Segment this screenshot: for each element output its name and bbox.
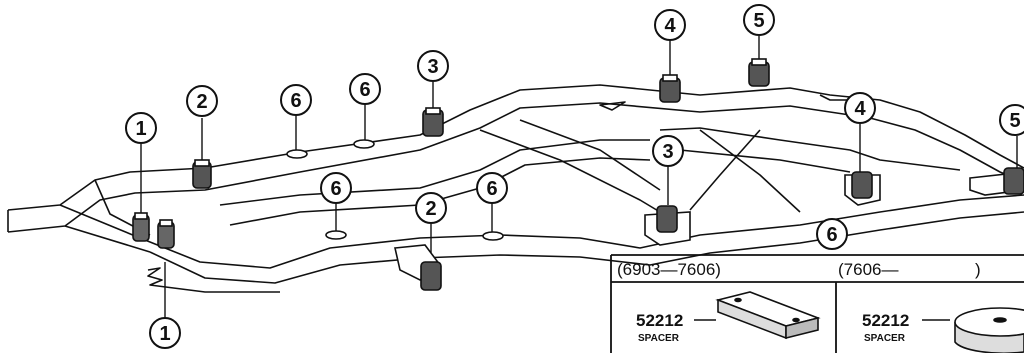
cushion-assembly [644, 205, 691, 246]
callout-number: 2 [196, 91, 207, 113]
callout-number: 5 [753, 10, 764, 32]
diagonal-brace [479, 119, 661, 213]
callout-marker: 6 [816, 218, 848, 250]
rear-x-brace [689, 129, 801, 213]
spacer-pad [482, 231, 504, 241]
callouts: 1 2 6 6 3 4 5 4 [125, 4, 1024, 349]
part-number: 52212 [862, 311, 909, 330]
spacer-pad [325, 230, 347, 240]
callout-number: 4 [854, 98, 866, 120]
rear-crossmember [659, 127, 961, 173]
center-crossmember [219, 139, 650, 206]
left-side-rail [7, 84, 1024, 211]
callout-marker: 4 [654, 9, 686, 41]
cushion-assembly [748, 58, 770, 87]
spacer-pad [353, 139, 375, 149]
callout-marker: 5 [743, 4, 775, 36]
part-name: SPACER [864, 333, 906, 344]
front-bracket [147, 267, 280, 293]
callout-marker: 6 [280, 84, 312, 116]
cushion-assembly [132, 212, 175, 249]
cushion-assembly [394, 244, 442, 291]
round-spacer-icon [954, 307, 1024, 353]
callout-marker: 1 [149, 317, 181, 349]
rect-spacer-icon [715, 291, 821, 340]
callout-marker: 6 [320, 172, 352, 204]
parts-table: (6903—7606) (7606— ) 52212 SPACER 52212 … [610, 254, 1024, 353]
callout-marker: 6 [349, 73, 381, 105]
callout-number: 3 [427, 56, 438, 78]
callout-number: 4 [664, 15, 676, 37]
callout-marker: 1 [125, 112, 157, 144]
cushion-assembly [844, 171, 881, 206]
callout-number: 6 [359, 79, 370, 101]
callout-number: 3 [662, 141, 673, 163]
callout-marker: 4 [844, 92, 876, 124]
callout-marker: 3 [417, 50, 449, 82]
mount-parts [132, 58, 1024, 291]
callout-marker: 2 [186, 85, 218, 117]
right-side-rail [139, 194, 1024, 269]
callout-number: 1 [159, 323, 170, 345]
cushion-assembly [969, 167, 1024, 196]
right-side-rail-lower [149, 211, 1024, 284]
table-header-range-2: (7606— [838, 260, 898, 279]
left-side-rail-lower [7, 102, 1024, 233]
callout-number: 6 [826, 224, 837, 246]
vehicle-frame [7, 84, 1024, 293]
part-name: SPACER [638, 333, 680, 344]
cushion-assembly [422, 107, 444, 137]
callout-marker: 2 [415, 192, 447, 224]
callout-marker: 5 [999, 104, 1024, 136]
callout-number: 1 [135, 118, 146, 140]
leader-lines [140, 36, 1018, 318]
callout-marker: 3 [652, 135, 684, 167]
callout-number: 5 [1009, 110, 1020, 132]
callout-number: 6 [290, 90, 301, 112]
front-crossmember [7, 179, 151, 253]
rail-notch [599, 101, 626, 111]
cushion-assembly [659, 74, 681, 103]
table-header-range-2-close: ) [975, 260, 981, 279]
callout-number: 2 [425, 198, 436, 220]
callout-number: 6 [486, 178, 497, 200]
callout-number: 6 [330, 178, 341, 200]
callout-marker: 6 [476, 172, 508, 204]
spacer-pad [286, 149, 308, 159]
cushion-assembly [192, 159, 212, 189]
table-header-range-1: (6903—7606) [617, 260, 721, 279]
part-number: 52212 [636, 311, 683, 330]
